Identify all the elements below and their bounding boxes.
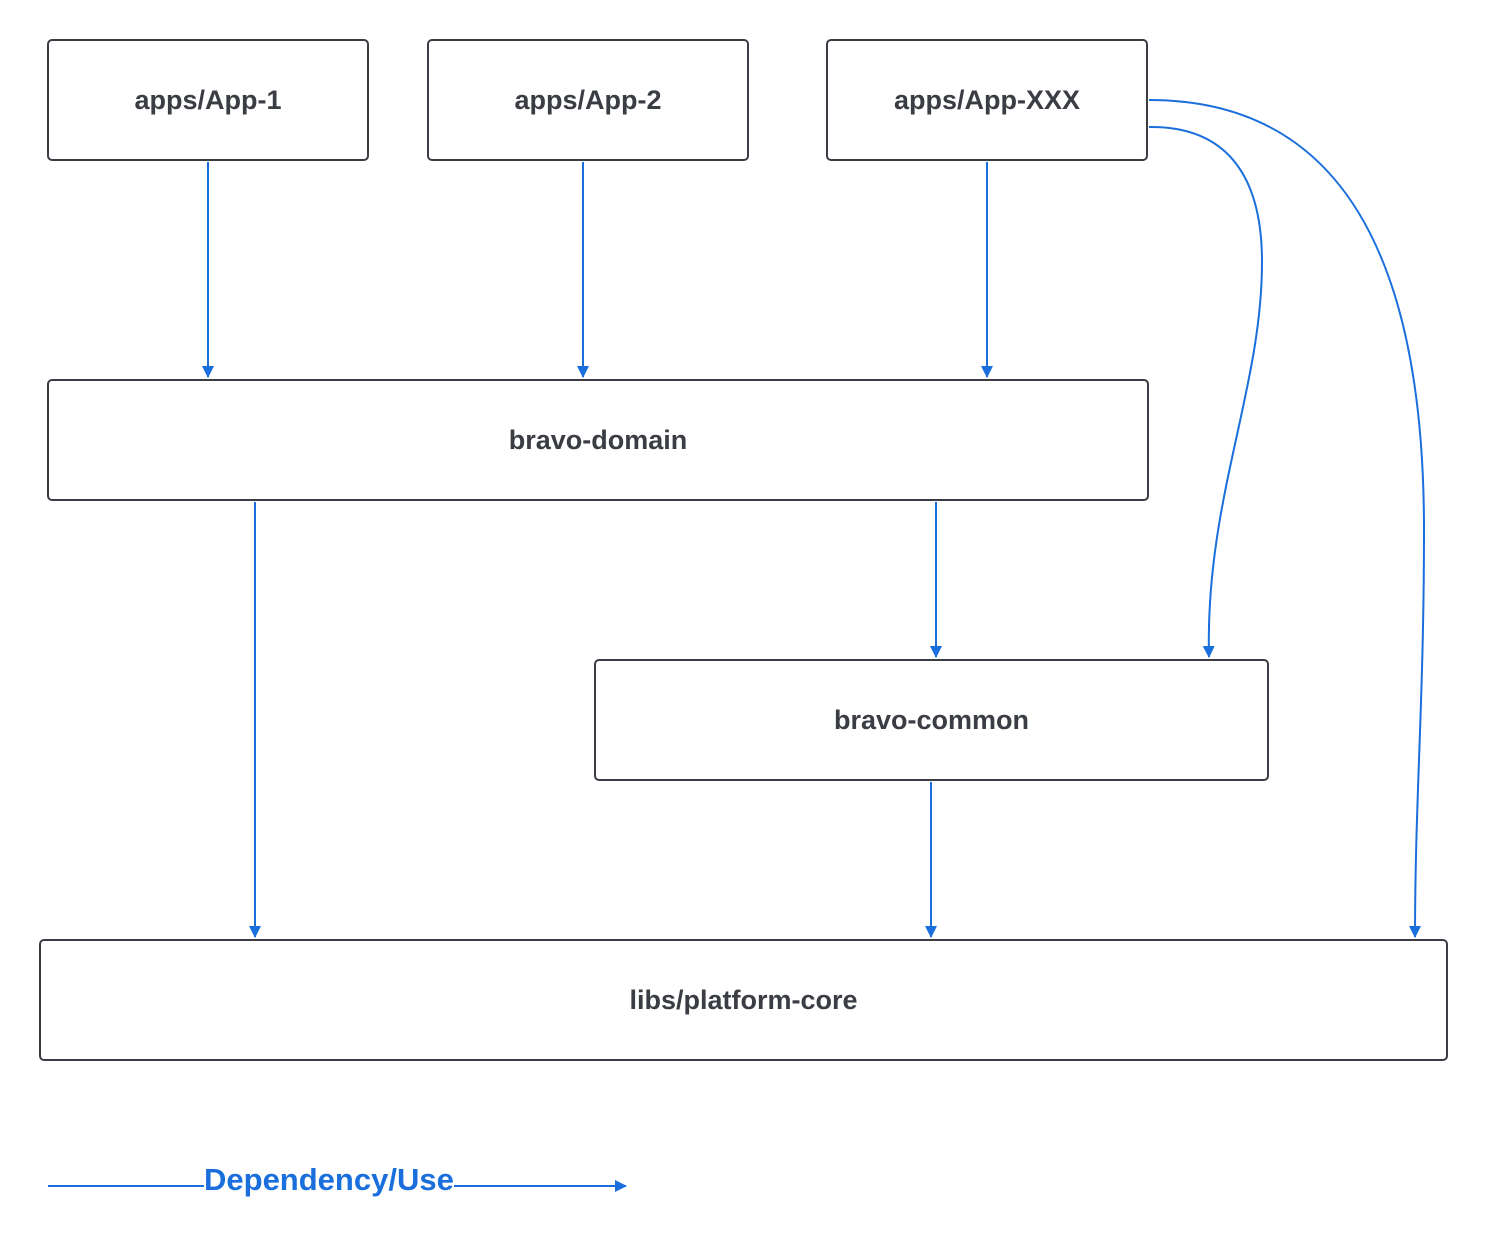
edge-appxxx-to-platform-core [1148, 99, 1426, 938]
node-app-2[interactable]: apps/App-2 [427, 39, 749, 161]
node-app-xxx[interactable]: apps/App-XXX [826, 39, 1148, 161]
node-bravo-domain-label: bravo-domain [508, 424, 688, 455]
node-app-xxx-label: apps/App-XXX [893, 84, 1081, 115]
node-app-2-label: apps/App-2 [514, 84, 662, 115]
node-app-1-label: apps/App-1 [134, 84, 282, 115]
node-platform-core-label: libs/platform-core [629, 984, 858, 1015]
edge-appxxx-to-bravo-common [1148, 125, 1264, 658]
node-app-1[interactable]: apps/App-1 [47, 39, 369, 161]
node-bravo-common-label: bravo-common [833, 704, 1030, 735]
node-bravo-common[interactable]: bravo-common [594, 659, 1269, 781]
legend-label: Dependency/Use [204, 1162, 454, 1198]
node-platform-core[interactable]: libs/platform-core [39, 939, 1448, 1061]
node-bravo-domain[interactable]: bravo-domain [47, 379, 1149, 501]
